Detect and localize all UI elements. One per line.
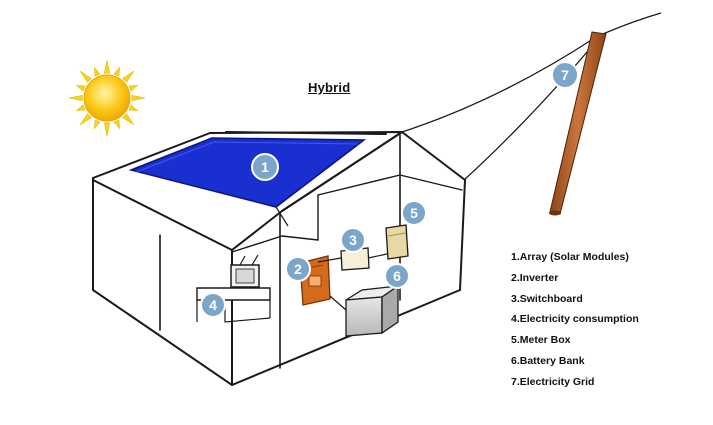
svg-text:4: 4 bbox=[209, 297, 217, 313]
sun-ray bbox=[75, 85, 86, 92]
sun-ray bbox=[128, 85, 139, 92]
marker-7: 7 bbox=[551, 61, 579, 89]
diagram-title: Hybrid bbox=[308, 80, 351, 95]
legend-list: 1.Array (Solar Modules) 2.Inverter 3.Swi… bbox=[511, 247, 639, 393]
marker-3: 3 bbox=[340, 227, 366, 253]
svg-text:5: 5 bbox=[410, 205, 418, 221]
solar-array bbox=[128, 137, 367, 227]
sun-ray bbox=[94, 119, 101, 130]
sun-ray bbox=[113, 119, 120, 130]
meter-box-unit bbox=[385, 224, 409, 260]
sun-ray bbox=[103, 122, 111, 137]
marker-1: 1 bbox=[251, 153, 279, 181]
legend-item-battery-bank: 6.Battery Bank bbox=[511, 354, 585, 367]
legend-item-switchboard: 3.Switchboard bbox=[511, 292, 583, 305]
battery-bank-unit bbox=[329, 284, 399, 337]
sun-ray bbox=[79, 113, 92, 126]
marker-5: 5 bbox=[401, 200, 427, 226]
legend-item-consumption: 4.Electricity consumption bbox=[511, 313, 639, 326]
sun-ray bbox=[131, 94, 146, 102]
sun-ray bbox=[75, 104, 86, 111]
sun-ray bbox=[128, 104, 139, 111]
marker-4: 4 bbox=[200, 292, 226, 318]
sun-ray bbox=[122, 70, 135, 83]
sun-icon bbox=[68, 59, 146, 137]
svg-text:2: 2 bbox=[294, 261, 302, 277]
utility-pole bbox=[549, 31, 607, 216]
svg-text:1: 1 bbox=[261, 159, 269, 175]
svg-text:6: 6 bbox=[393, 268, 401, 284]
legend-item-meter-box: 5.Meter Box bbox=[511, 334, 571, 347]
sun-ray bbox=[122, 113, 135, 126]
marker-2: 2 bbox=[285, 256, 311, 282]
grid-wire bbox=[401, 12, 662, 181]
svg-text:7: 7 bbox=[561, 67, 569, 83]
sun-ray bbox=[113, 66, 120, 77]
marker-6: 6 bbox=[384, 263, 410, 289]
sun-ray bbox=[94, 66, 101, 77]
sun-ray bbox=[103, 59, 111, 74]
svg-text:3: 3 bbox=[349, 232, 357, 248]
legend-item-inverter: 2.Inverter bbox=[511, 271, 559, 284]
legend-item-array: 1.Array (Solar Modules) bbox=[511, 251, 629, 263]
sun-ray bbox=[68, 94, 83, 102]
legend-item-grid: 7.Electricity Grid bbox=[511, 375, 595, 388]
sun-ray bbox=[79, 70, 92, 83]
